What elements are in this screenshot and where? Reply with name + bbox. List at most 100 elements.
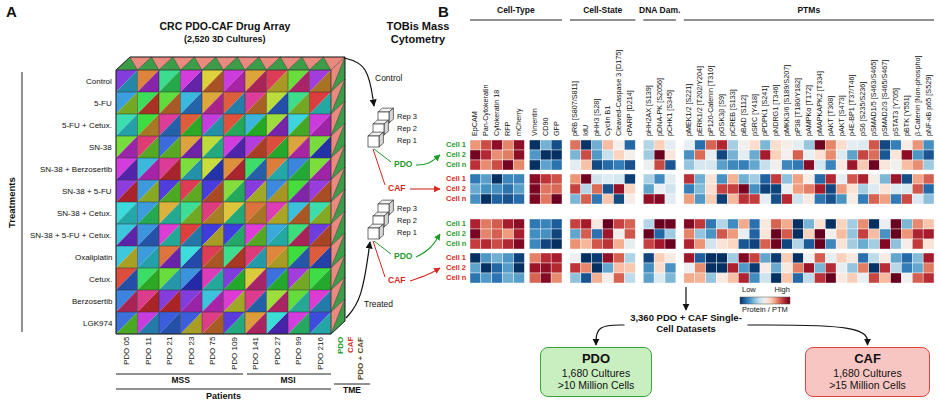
heatmap-cell <box>717 263 728 273</box>
heatmap-cell <box>529 174 540 184</box>
replicate-label: Rep 1 <box>397 137 417 146</box>
heatmap-cell <box>858 253 869 263</box>
culture-triangle <box>138 246 160 268</box>
culture-triangle <box>181 246 203 268</box>
culture-triangle <box>310 268 332 290</box>
culture-triangle <box>245 158 267 180</box>
culture-triangle <box>310 158 332 180</box>
heatmap-cell <box>503 174 514 184</box>
heatmap-cell <box>514 174 525 184</box>
cell-type-label: CAF <box>388 276 405 286</box>
heatmap-cell <box>825 229 836 239</box>
culture-triangle <box>310 136 332 158</box>
culture-triangle <box>224 70 246 92</box>
heatmap-cell <box>570 253 581 263</box>
heatmap-cell <box>847 160 858 170</box>
heatmap-cell <box>614 273 625 283</box>
culture-triangle <box>310 158 332 180</box>
heatmap-cell <box>551 184 562 194</box>
dataset-box: PDO1,680 Cultures>10 Million Cells <box>540 347 652 397</box>
culture-triangle <box>116 246 138 268</box>
treatment-label: SN-38 <box>89 143 112 152</box>
colorbar <box>740 297 790 304</box>
heatmap-cell <box>858 184 869 194</box>
marker-label: pSMAD1/5 [S463/S465] <box>870 60 878 136</box>
heatmap-cell <box>771 229 782 239</box>
summary-label: 3,360 PDO + CAF Single-Cell Datasets <box>629 313 744 335</box>
cell-row-label: Cell 2 <box>446 230 466 239</box>
heatmap-cell <box>923 184 934 194</box>
culture-triangle <box>116 136 138 158</box>
heatmap-cell <box>540 273 551 283</box>
heatmap-cell <box>529 184 540 194</box>
heatmap-cell <box>603 194 614 204</box>
box-heading: CAF <box>816 351 919 367</box>
culture-triangle <box>310 224 332 246</box>
culture-triangle <box>267 224 289 246</box>
culture-triangle <box>267 70 289 92</box>
group-header: DNA Dam. <box>639 6 680 16</box>
heatmap-cell <box>706 174 717 184</box>
drug-array-cube <box>116 57 345 334</box>
culture-triangle <box>245 92 267 114</box>
heatmap-cell <box>804 160 815 170</box>
heatmap-cell <box>514 239 525 249</box>
culture-triangle <box>267 158 289 180</box>
heatmap-cell <box>901 194 912 204</box>
heatmap-cell <box>603 239 614 249</box>
culture-triangle <box>202 70 224 92</box>
heatmap-cell <box>470 219 481 229</box>
heatmap-cell <box>836 150 847 160</box>
heatmap-cell <box>912 174 923 184</box>
heatmap-cell <box>492 160 503 170</box>
heatmap-cell <box>654 150 665 160</box>
heatmap-cell <box>503 219 514 229</box>
heatmap-cell <box>695 150 706 160</box>
heatmap-cell <box>771 219 782 229</box>
to-heatmap-arrow <box>410 268 440 281</box>
heatmap-cell <box>782 140 793 150</box>
panel-subtitle: (2,520 3D Cultures) <box>184 34 266 44</box>
culture-triangle <box>267 202 289 224</box>
heatmap-cell <box>665 273 676 283</box>
culture-triangle <box>288 246 310 268</box>
heatmap-cell <box>771 239 782 249</box>
heatmap-cell <box>836 253 847 263</box>
heatmap-cell <box>793 140 804 150</box>
heatmap-cell <box>614 160 625 170</box>
heatmap-cell <box>923 263 934 273</box>
heatmap-cell <box>869 184 880 194</box>
group-header: Cell-Type <box>497 6 535 16</box>
heatmap-cell <box>540 160 551 170</box>
culture-triangle <box>116 246 138 268</box>
culture-triangle <box>181 290 203 312</box>
culture-triangle <box>181 92 203 114</box>
culture-triangle <box>288 246 310 268</box>
heatmap-cell <box>771 253 782 263</box>
heatmap-cell <box>814 174 825 184</box>
heatmap-cell <box>782 184 793 194</box>
culture-triangle <box>267 290 289 312</box>
culture-triangle <box>116 290 138 312</box>
culture-triangle <box>138 180 160 202</box>
heatmap-cell <box>825 253 836 263</box>
heatmap-cell <box>727 229 738 239</box>
heatmap-cell <box>760 140 771 150</box>
heatmap-cell <box>727 184 738 194</box>
culture-triangle <box>267 202 289 224</box>
patient-label: PDO 75 <box>208 337 217 365</box>
heatmap-cell <box>603 150 614 160</box>
heatmap-cell <box>470 229 481 239</box>
culture-triangle <box>202 312 224 334</box>
heatmap-cell <box>912 194 923 204</box>
heatmap-cell <box>869 150 880 160</box>
heatmap-cell <box>643 194 654 204</box>
heatmap-cell <box>529 140 540 150</box>
heatmap-cell <box>771 273 782 283</box>
culture-triangle <box>159 224 181 246</box>
heatmap-cell <box>814 253 825 263</box>
heatmap-cell <box>727 140 738 150</box>
heatmap-cell <box>869 140 880 150</box>
culture-triangle <box>181 312 203 334</box>
